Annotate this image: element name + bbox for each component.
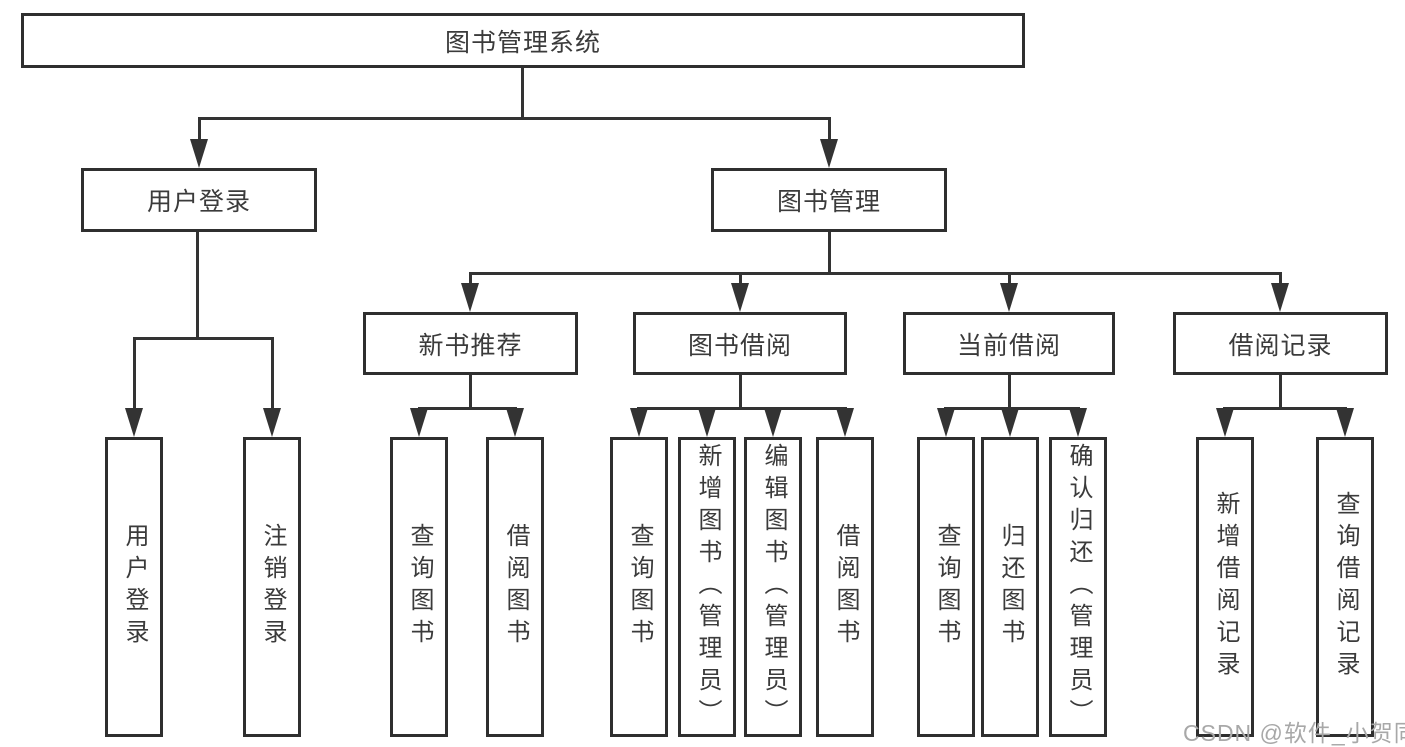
node-new-book-recommend-label: 新书推荐	[418, 331, 523, 360]
arrow-down-icon	[764, 408, 782, 437]
arrow-down-icon	[820, 139, 838, 168]
connector-line	[521, 68, 524, 117]
arrow-down-icon	[125, 408, 143, 437]
leaf-logout: 注销登录	[243, 437, 301, 737]
leaf-query-borrow-record-label: 查询借阅记录	[1332, 491, 1359, 683]
csdn-watermark: CSDN @软件_小贺同学	[1183, 720, 1405, 746]
leaf-borrow-books-1-label: 借阅图书	[502, 523, 529, 651]
leaf-add-book-admin-label: 新增图书（管理员）	[694, 443, 721, 731]
arrow-down-icon	[263, 408, 281, 437]
node-borrow-records: 借阅记录	[1173, 312, 1388, 375]
connector-line	[469, 375, 472, 407]
node-current-borrow-label: 当前借阅	[956, 331, 1061, 360]
connector-line	[198, 117, 201, 142]
arrow-down-icon	[698, 408, 716, 437]
node-root: 图书管理系统	[21, 13, 1025, 68]
arrow-down-icon	[190, 139, 208, 168]
connector-line	[196, 232, 199, 337]
connector-line	[133, 337, 274, 340]
leaf-query-books-1: 查询图书	[390, 437, 448, 737]
connector-line	[1279, 272, 1282, 286]
node-current-borrow: 当前借阅	[903, 312, 1115, 375]
leaf-return-books: 归还图书	[981, 437, 1039, 737]
arrow-down-icon	[1001, 408, 1019, 437]
connector-line	[739, 272, 742, 286]
arrow-down-icon	[731, 283, 749, 312]
leaf-user-login: 用户登录	[105, 437, 163, 737]
connector-line	[637, 407, 847, 410]
connector-line	[739, 375, 742, 407]
leaf-add-borrow-record-label: 新增借阅记录	[1212, 491, 1239, 683]
leaf-add-borrow-record: 新增借阅记录	[1196, 437, 1254, 737]
connector-line	[1223, 407, 1347, 410]
arrow-down-icon	[461, 283, 479, 312]
leaf-borrow-books-2: 借阅图书	[816, 437, 874, 737]
leaf-confirm-return-admin: 确认归还（管理员）	[1049, 437, 1107, 737]
connector-line	[271, 337, 274, 411]
leaf-query-borrow-record: 查询借阅记录	[1316, 437, 1374, 737]
node-book-borrow: 图书借阅	[633, 312, 847, 375]
leaf-query-books-2: 查询图书	[610, 437, 668, 737]
arrow-down-icon	[630, 408, 648, 437]
arrow-down-icon	[1336, 408, 1354, 437]
connector-line	[1279, 375, 1282, 407]
arrow-down-icon	[1216, 408, 1234, 437]
leaf-confirm-return-admin-label: 确认归还（管理员）	[1065, 443, 1092, 731]
connector-line	[1008, 375, 1011, 407]
leaf-user-login-label: 用户登录	[121, 523, 148, 651]
node-new-book-recommend: 新书推荐	[363, 312, 578, 375]
leaf-logout-label: 注销登录	[259, 523, 286, 651]
leaf-add-book-admin: 新增图书（管理员）	[678, 437, 736, 737]
leaf-edit-book-admin: 编辑图书（管理员）	[744, 437, 802, 737]
connector-line	[418, 407, 517, 410]
node-book-management: 图书管理	[711, 168, 947, 232]
leaf-borrow-books-1: 借阅图书	[486, 437, 544, 737]
node-book-borrow-label: 图书借阅	[687, 331, 792, 360]
arrow-down-icon	[1271, 283, 1289, 312]
node-root-label: 图书管理系统	[444, 28, 601, 57]
leaf-query-books-2-label: 查询图书	[626, 523, 653, 651]
node-book-management-label: 图书管理	[776, 188, 881, 216]
leaf-edit-book-admin-label: 编辑图书（管理员）	[760, 443, 787, 731]
arrow-down-icon	[506, 408, 524, 437]
leaf-borrow-books-2-label: 借阅图书	[832, 523, 859, 651]
connector-line	[828, 232, 831, 272]
arrow-down-icon	[410, 408, 428, 437]
arrow-down-icon	[1069, 408, 1087, 437]
connector-line	[469, 272, 1282, 275]
node-user-login: 用户登录	[81, 168, 317, 232]
arrow-down-icon	[1000, 283, 1018, 312]
leaf-query-books-3-label: 查询图书	[933, 523, 960, 651]
connector-line	[198, 117, 830, 120]
arrow-down-icon	[836, 408, 854, 437]
node-borrow-records-label: 借阅记录	[1228, 331, 1333, 360]
arrow-down-icon	[937, 408, 955, 437]
leaf-query-books-3: 查询图书	[917, 437, 975, 737]
connector-line	[469, 272, 472, 286]
leaf-return-books-label: 归还图书	[997, 523, 1024, 651]
connector-line	[1008, 272, 1011, 286]
connector-line	[828, 117, 831, 142]
connector-line	[133, 337, 136, 411]
node-user-login-label: 用户登录	[146, 188, 251, 216]
leaf-query-books-1-label: 查询图书	[406, 523, 433, 651]
